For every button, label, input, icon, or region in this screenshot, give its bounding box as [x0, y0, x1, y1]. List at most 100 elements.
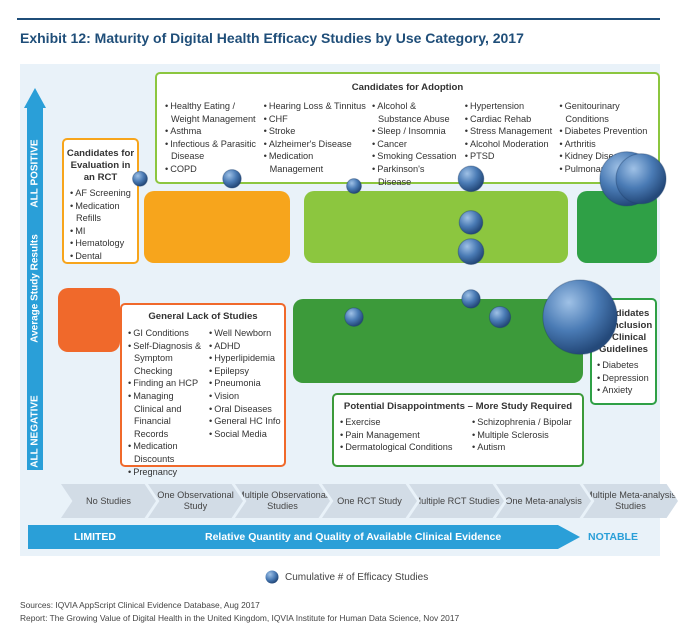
bubble	[542, 279, 618, 355]
list-item: PTSD	[465, 150, 554, 163]
list-item: ADHD	[209, 340, 284, 353]
list-item: Infectious & Parasitic Disease	[165, 138, 258, 163]
lack-col-2: Well Newborn ADHD Hyperlipidemia Epileps…	[209, 327, 284, 478]
adoption-col-1: Healthy Eating / Weight Management Asthm…	[165, 100, 258, 188]
list-item: Stroke	[264, 125, 366, 138]
list-item: Epilepsy	[209, 365, 284, 378]
chart-title: Exhibit 12: Maturity of Digital Health E…	[20, 30, 524, 46]
x-axis-right-label: NOTABLE	[588, 531, 638, 543]
legend: Cumulative # of Efficacy Studies	[265, 570, 428, 584]
list-item: Sleep / Insomnia	[372, 125, 459, 138]
bubble	[458, 210, 484, 235]
zone-rct	[144, 191, 290, 263]
guidelines-list: Diabetes Depression Anxiety	[592, 359, 655, 397]
zone-disappoint	[293, 299, 583, 383]
disappoint-col-2: Schizophrenia / Bipolar Multiple Scleros…	[472, 416, 582, 454]
list-item: CHF	[264, 113, 366, 126]
list-item: Pneumonia	[209, 377, 284, 390]
adoption-col-3: Alcohol & Substance Abuse Sleep / Insomn…	[372, 100, 459, 188]
list-item: Autism	[472, 441, 582, 454]
list-item: Smoking Cessation	[372, 150, 459, 163]
bubble	[132, 170, 148, 187]
list-item: Medication Discounts	[128, 440, 205, 465]
list-item: Kidney Disease	[559, 150, 652, 163]
list-item: Managing Clinical and Financial Records	[128, 390, 205, 440]
list-item: Alcohol Moderation	[465, 138, 554, 151]
list-item: Anxiety	[597, 384, 655, 397]
adoption-col-5: Genitourinary Conditions Diabetes Preven…	[559, 100, 652, 188]
lack-col-1: GI Conditions Self-Diagnosis & Symptom C…	[128, 327, 205, 478]
list-item: Parkinson's Disease	[372, 163, 459, 188]
callout-adoption: Candidates for Adoption Healthy Eating /…	[155, 72, 660, 187]
x-stage-label: Multiple RCT Studies	[409, 484, 504, 518]
list-item: Depression	[597, 372, 655, 385]
list-item: Healthy Eating / Weight Management	[165, 100, 258, 125]
list-item: Cancer	[372, 138, 459, 151]
guidelines-heading: Candidates for Inclusion in Clinical Gui…	[594, 308, 653, 355]
list-item: AF Screening	[70, 187, 137, 200]
list-item: Dermatological Conditions	[340, 441, 468, 454]
legend-label: Cumulative # of Efficacy Studies	[285, 571, 429, 583]
x-stage-label: One Observational Study	[148, 484, 243, 518]
list-item: Pregnancy	[128, 466, 205, 479]
callout-rct: Candidates for Evaluation in an RCT AF S…	[62, 138, 139, 264]
source-line-1: Sources: IQVIA AppScript Clinical Eviden…	[20, 600, 260, 610]
list-item: Diabetes	[597, 359, 655, 372]
list-item: Cardiac Rehab	[465, 113, 554, 126]
list-item: Pain Management	[340, 429, 468, 442]
callout-disappoint: Potential Disappointments – More Study R…	[332, 393, 584, 467]
list-item: GI Conditions	[128, 327, 205, 340]
bubble	[346, 178, 362, 194]
list-item: Self-Diagnosis & Symptom Checking	[128, 340, 205, 378]
adoption-heading: Candidates for Adoption	[351, 82, 464, 93]
x-stage-label: One Meta-analysis	[496, 484, 591, 518]
source-line-2: Report: The Growing Value of Digital Hea…	[20, 613, 460, 623]
x-stage-label: One RCT Study	[322, 484, 417, 518]
list-item: Medication Refills	[70, 200, 137, 225]
list-item: Arthritis	[559, 138, 652, 151]
list-item: Social Media	[209, 428, 284, 441]
bubble	[457, 165, 485, 193]
list-item: Hearing Loss & Tinnitus	[264, 100, 366, 113]
list-item: MI	[70, 225, 137, 238]
bubble	[457, 238, 485, 265]
list-item: Alzheimer's Disease	[264, 138, 366, 151]
callout-lack: General Lack of Studies GI Conditions Se…	[120, 303, 286, 477]
list-item: COPD	[165, 163, 258, 176]
bubble	[461, 289, 481, 309]
list-item: Exercise	[340, 416, 468, 429]
list-item: Hyperlipidemia	[209, 352, 284, 365]
list-item: Pulmonary Rehab	[559, 163, 652, 176]
x-axis-left-label: LIMITED	[74, 531, 116, 543]
x-axis-label: Relative Quantity and Quality of Availab…	[205, 531, 502, 543]
list-item: Schizophrenia / Bipolar	[472, 416, 582, 429]
disappoint-heading: Potential Disappointments – More Study R…	[343, 401, 573, 412]
list-item: Genitourinary Conditions	[559, 100, 652, 125]
list-item: Diabetes Prevention	[559, 125, 652, 138]
zone-adoption	[304, 191, 568, 263]
rct-list: AF Screening Medication Refills MI Hemat…	[64, 187, 137, 263]
list-item: Finding an HCP	[128, 377, 205, 390]
list-item: Multiple Sclerosis	[472, 429, 582, 442]
bubble	[488, 305, 512, 329]
bubble	[344, 307, 364, 327]
bubble	[615, 153, 667, 205]
x-stage-label: Multiple Observational Studies	[235, 484, 330, 518]
list-item: Oral Diseases	[209, 403, 284, 416]
zone-lack	[58, 288, 120, 352]
disappoint-col-1: Exercise Pain Management Dermatological …	[340, 416, 468, 454]
x-stage-label: Multiple Meta-analysis Studies	[583, 484, 678, 518]
list-item: Vision	[209, 390, 284, 403]
list-item: Alcohol & Substance Abuse	[372, 100, 459, 125]
list-item: Well Newborn	[209, 327, 284, 340]
list-item: Asthma	[165, 125, 258, 138]
x-axis-bar	[28, 525, 580, 549]
x-stage-label: No Studies	[61, 484, 156, 518]
list-item: Hematology	[70, 237, 137, 250]
bubble	[222, 169, 242, 189]
list-item: General HC Info	[209, 415, 284, 428]
list-item: Hypertension	[465, 100, 554, 113]
lack-heading: General Lack of Studies	[148, 311, 258, 322]
adoption-col-4: Hypertension Cardiac Rehab Stress Manage…	[465, 100, 554, 188]
